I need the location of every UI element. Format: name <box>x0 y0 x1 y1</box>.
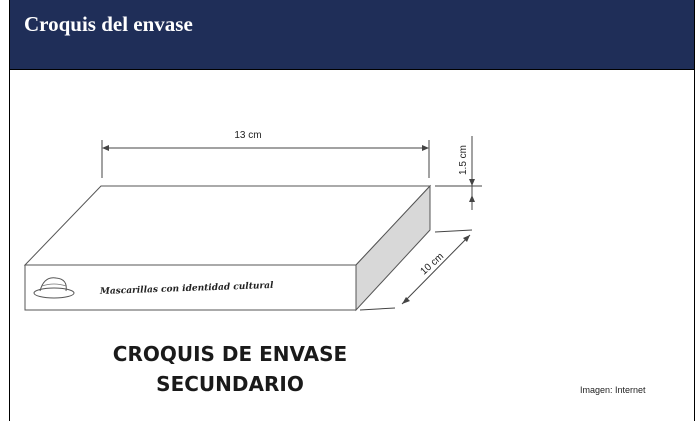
dimension-length-label: 13 cm <box>234 130 261 141</box>
dimension-length: 13 cm <box>101 130 430 178</box>
slide-header: Croquis del envase <box>10 0 694 70</box>
slide-title: Croquis del envase <box>24 12 193 36</box>
caption-line-1: CROQUIS DE ENVASE <box>112 342 348 366</box>
hat-logo-icon <box>33 277 75 299</box>
dimension-height: 1.5 cm <box>435 136 482 210</box>
box-side-face <box>355 184 431 312</box>
caption-line-2: SECUNDARIO <box>156 372 304 396</box>
image-credit: Imagen: Internet <box>580 385 646 395</box>
dimension-height-label: 1.5 cm <box>458 145 469 175</box>
slide-frame: Croquis del envase 13 cm 1.5 cm <box>9 0 695 421</box>
package-sketch: 13 cm 1.5 cm 10 cm Mascarillas con ident… <box>23 130 482 312</box>
